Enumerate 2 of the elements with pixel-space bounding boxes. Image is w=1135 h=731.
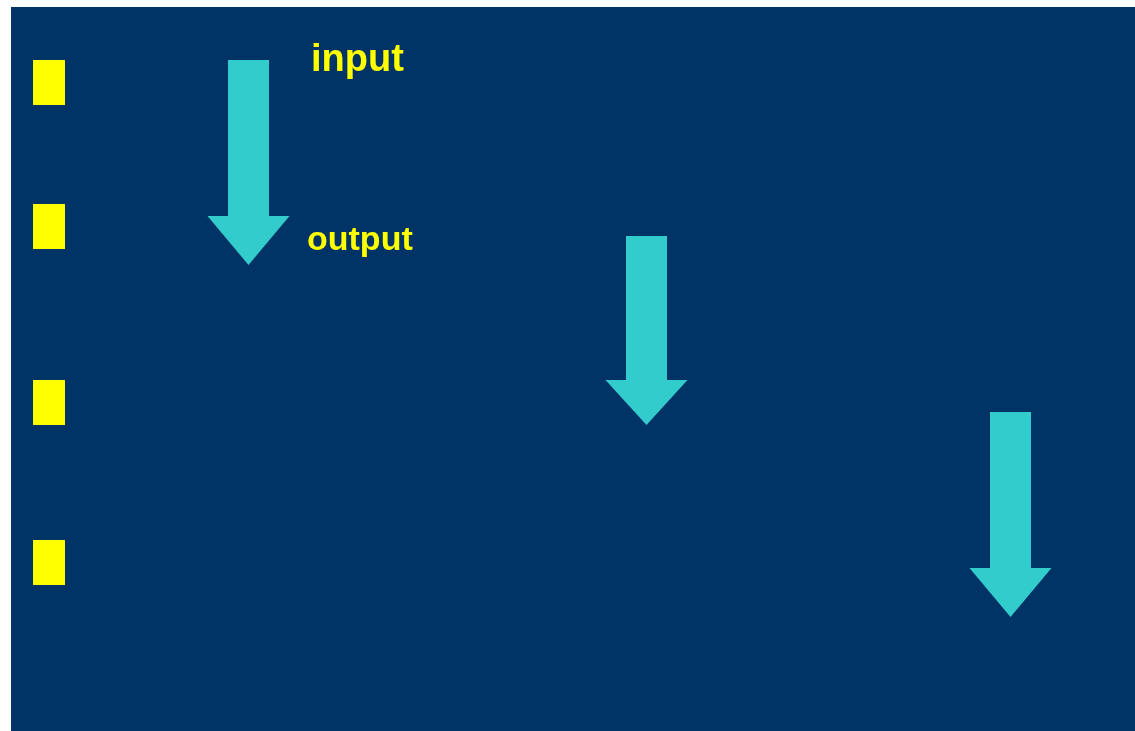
text-label: input bbox=[311, 38, 404, 80]
text-label: output bbox=[307, 220, 413, 258]
